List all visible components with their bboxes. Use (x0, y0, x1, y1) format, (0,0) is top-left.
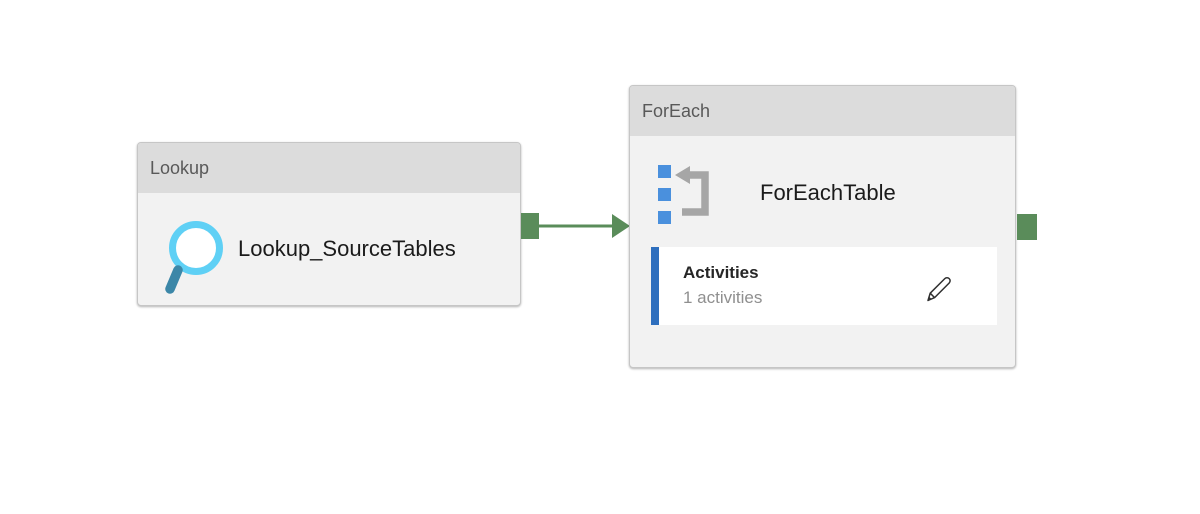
activity-node-lookup[interactable]: Lookup Lookup_SourceTables (137, 142, 521, 306)
lookup-node-body: Lookup_SourceTables (138, 193, 520, 305)
lookup-activity-name: Lookup_SourceTables (238, 236, 456, 261)
activity-node-foreach[interactable]: ForEach ForEachTable Activities 1 activi… (629, 85, 1016, 368)
foreach-type-header: ForEach (630, 86, 1015, 136)
activities-label: Activities (683, 263, 759, 283)
foreach-activity-name: ForEachTable (760, 180, 896, 205)
activities-accent-stripe (651, 247, 659, 325)
foreach-node-body: ForEachTable (656, 162, 995, 224)
lookup-type-label: Lookup (150, 158, 210, 178)
foreach-loop-icon (656, 162, 714, 224)
foreach-type-label: ForEach (642, 101, 711, 121)
activities-card: Activities 1 activities (651, 247, 997, 325)
foreach-output-port[interactable] (1017, 214, 1037, 240)
pencil-icon[interactable] (923, 267, 953, 305)
lookup-output-port[interactable] (521, 213, 539, 239)
search-icon (164, 217, 226, 299)
activities-count: 1 activities (683, 288, 763, 307)
lookup-type-header: Lookup (138, 143, 520, 193)
activities-text-block: Activities 1 activities (683, 261, 762, 310)
connector-arrow[interactable] (539, 210, 631, 242)
